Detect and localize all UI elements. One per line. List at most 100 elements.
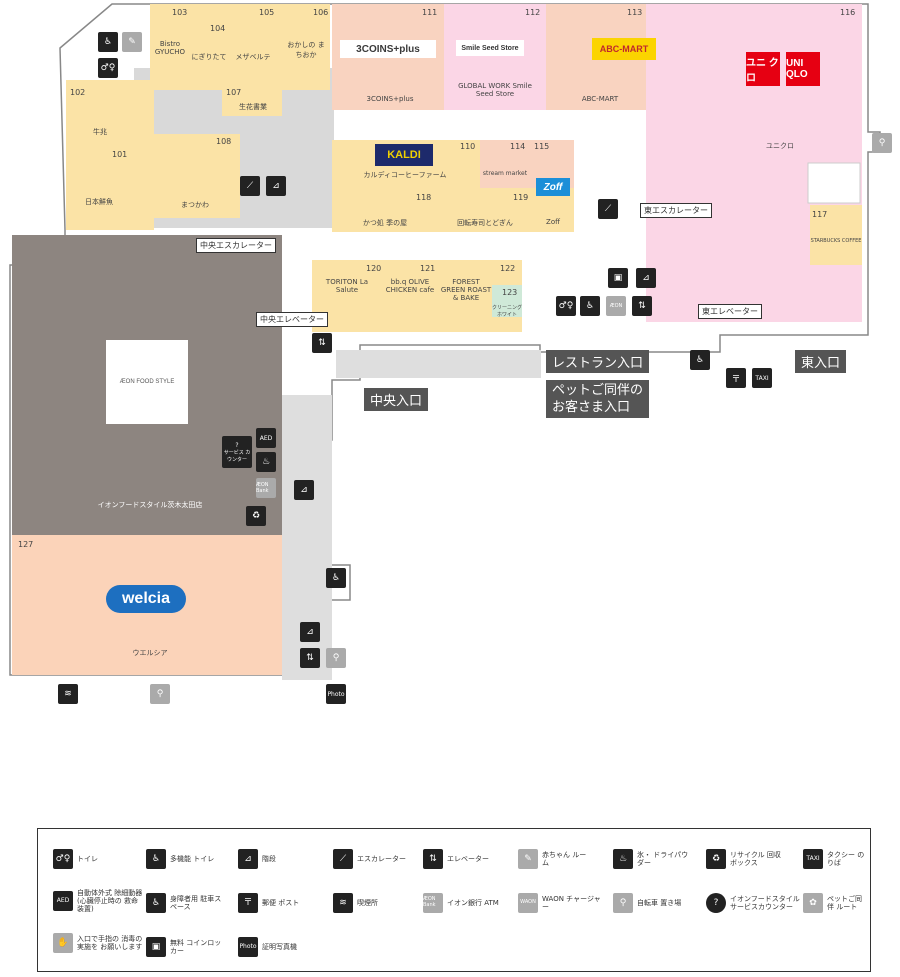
central-escalator-callout: 中央エスカレーター [196, 238, 276, 253]
shop-name: カルディコーヒーファーム [363, 171, 447, 179]
shop-name: メザベルテ [235, 53, 271, 61]
photo-booth-icon: Photo [326, 684, 346, 704]
shop-name: 生花書業 [239, 103, 267, 111]
legend-label: 多機能 トイレ [170, 854, 215, 863]
legend-item: 〒郵便 ポスト [238, 893, 308, 913]
area-shop-108 [148, 134, 240, 218]
shop-number: 111 [422, 8, 438, 17]
smile-seed-logo: Smile Seed Store [456, 40, 524, 56]
legend-label: 郵便 ポスト [262, 898, 300, 907]
restaurant-entrance-label: レストラン入口 [546, 350, 650, 373]
legend-item: ♨氷・ ドライパウダー [613, 849, 693, 869]
legend-label: 身障者用 駐車スペース [170, 894, 222, 911]
multipurpose-toilet-icon: ♿ [98, 32, 118, 52]
shop-number: 107 [226, 88, 242, 97]
legend-item: ♻リサイクル 回収ボックス [706, 849, 786, 869]
aeon-food-style-logo: ÆON FOOD STYLE [119, 379, 175, 385]
legend-item: ?イオンフードスタイル サービスカウンター [706, 893, 801, 913]
shop-name: まつかわ [181, 201, 209, 209]
disabled-parking-icon: ♿ [326, 568, 346, 588]
area-shop-103-106 [150, 4, 330, 90]
legend-item: ▣無料 コインロッカー [146, 937, 226, 957]
aed-icon: AED [53, 891, 73, 912]
elevator-icon: ⇅ [423, 849, 443, 869]
shop-name: クリーニング ホワイト [492, 305, 523, 318]
bicycle-icon: ⚲ [326, 648, 346, 668]
corridor-east [336, 350, 541, 378]
stairs-icon: ⊿ [294, 480, 314, 500]
pet-entrance-line1: ペットご同伴の [552, 383, 644, 398]
baby-room-icon: ✎ [122, 32, 142, 52]
shop-number: 101 [112, 150, 128, 159]
legend-label: 階段 [262, 854, 276, 863]
aeon-bank-atm-icon: ÆON Bank [256, 478, 276, 498]
area-shop-114 [480, 140, 532, 188]
escalator-icon: ⟋ [333, 849, 353, 869]
map-legend: ♂♀トイレ ♿多機能 トイレ ⊿階段 ⟋エスカレーター ⇅エレベーター ✎赤ちゃ… [37, 828, 871, 972]
shop-name: 回転寿司とどぎん [457, 219, 513, 227]
service-counter-icon: ? [706, 893, 726, 913]
legend-item: ⊿階段 [238, 849, 276, 869]
legend-item: ♿身障者用 駐車スペース [146, 893, 226, 913]
legend-label: 氷・ ドライパウダー [637, 850, 689, 867]
shop-number: 103 [172, 8, 188, 17]
aeon-store-name: イオンフードスタイル茨木太田店 [97, 501, 203, 509]
legend-label: 自転車 置き場 [637, 898, 682, 907]
shop-name: ユニクロ [766, 142, 794, 150]
locker-icon: ▣ [608, 268, 628, 288]
shop-name: stream market [482, 170, 528, 177]
ice-icon: ♨ [613, 849, 633, 869]
area-shop-107 [222, 86, 282, 116]
baby-room-icon: ✎ [518, 849, 538, 869]
uniqlo-logo-jp: ユニ クロ [746, 52, 780, 86]
legend-item: ⟋ エスカレーター [333, 849, 406, 869]
shop-name: ABC-MART [581, 95, 619, 103]
elevator-icon: ⇅ [632, 296, 652, 316]
aed-icon: AED [256, 428, 276, 448]
bicycle-icon: ⚲ [613, 893, 633, 913]
legend-item: ⇅エレベーター [423, 849, 489, 869]
legend-label: 入口で手指の 消毒の実施を お願いします [77, 934, 143, 951]
area-shop-123 [492, 285, 522, 317]
shop-name: 牛兆 [93, 128, 107, 136]
shop-number: 102 [70, 88, 86, 97]
legend-item: ✋入口で手指の 消毒の実施を お願いします [53, 933, 143, 953]
shop-name: にぎりたて [191, 53, 227, 61]
shop-name: ウエルシア [132, 649, 168, 657]
shop-number: 119 [513, 193, 529, 202]
central-elevator-callout: 中央エレベーター [256, 312, 328, 327]
legend-label: タクシー のりば [827, 850, 865, 867]
service-counter-icon: ?サービス カウンター [222, 436, 252, 468]
shop-name: Zoff [546, 218, 560, 226]
locker-icon: ▣ [146, 937, 166, 957]
aeon-bank-atm-icon: ÆON Bank [423, 893, 443, 913]
smoking-icon: ≋ [58, 684, 78, 704]
legend-label: イオン銀行 ATM [447, 898, 499, 907]
bicycle-icon: ⚲ [872, 133, 892, 153]
legend-label: トイレ [77, 854, 98, 863]
legend-label: エスカレーター [357, 854, 406, 863]
floor-map: 103 104 105 106 111 112 113 116 102 101 … [9, 3, 892, 704]
pet-route-icon: ✿ [803, 893, 823, 913]
photo-booth-icon: Photo [238, 937, 258, 957]
shop-number: 104 [210, 24, 226, 33]
legend-label: WAON チャージャー [542, 894, 601, 911]
uniqlo-logo-en: UNI QLO [786, 52, 820, 86]
post-icon: 〒 [726, 368, 746, 388]
multipurpose-toilet-icon: ♿ [146, 849, 166, 869]
east-entrance-label: 東入口 [795, 350, 847, 373]
toilet-icon: ♂♀ [556, 296, 576, 316]
shop-name: おかしの まちおか [287, 41, 325, 59]
east-elevator-callout: 東エレベーター [698, 304, 762, 319]
stairs-icon: ⊿ [636, 268, 656, 288]
shop-name: かつ処 季の屋 [362, 219, 408, 227]
shop-number: 123 [502, 288, 518, 297]
aeon-logo-box [106, 340, 188, 424]
taxi-icon: TAXI [752, 368, 772, 388]
shop-number: 112 [525, 8, 541, 17]
starbucks-box [807, 162, 861, 204]
taxi-icon: TAXI [803, 849, 823, 869]
kaldi-logo: KALDI [375, 144, 433, 166]
